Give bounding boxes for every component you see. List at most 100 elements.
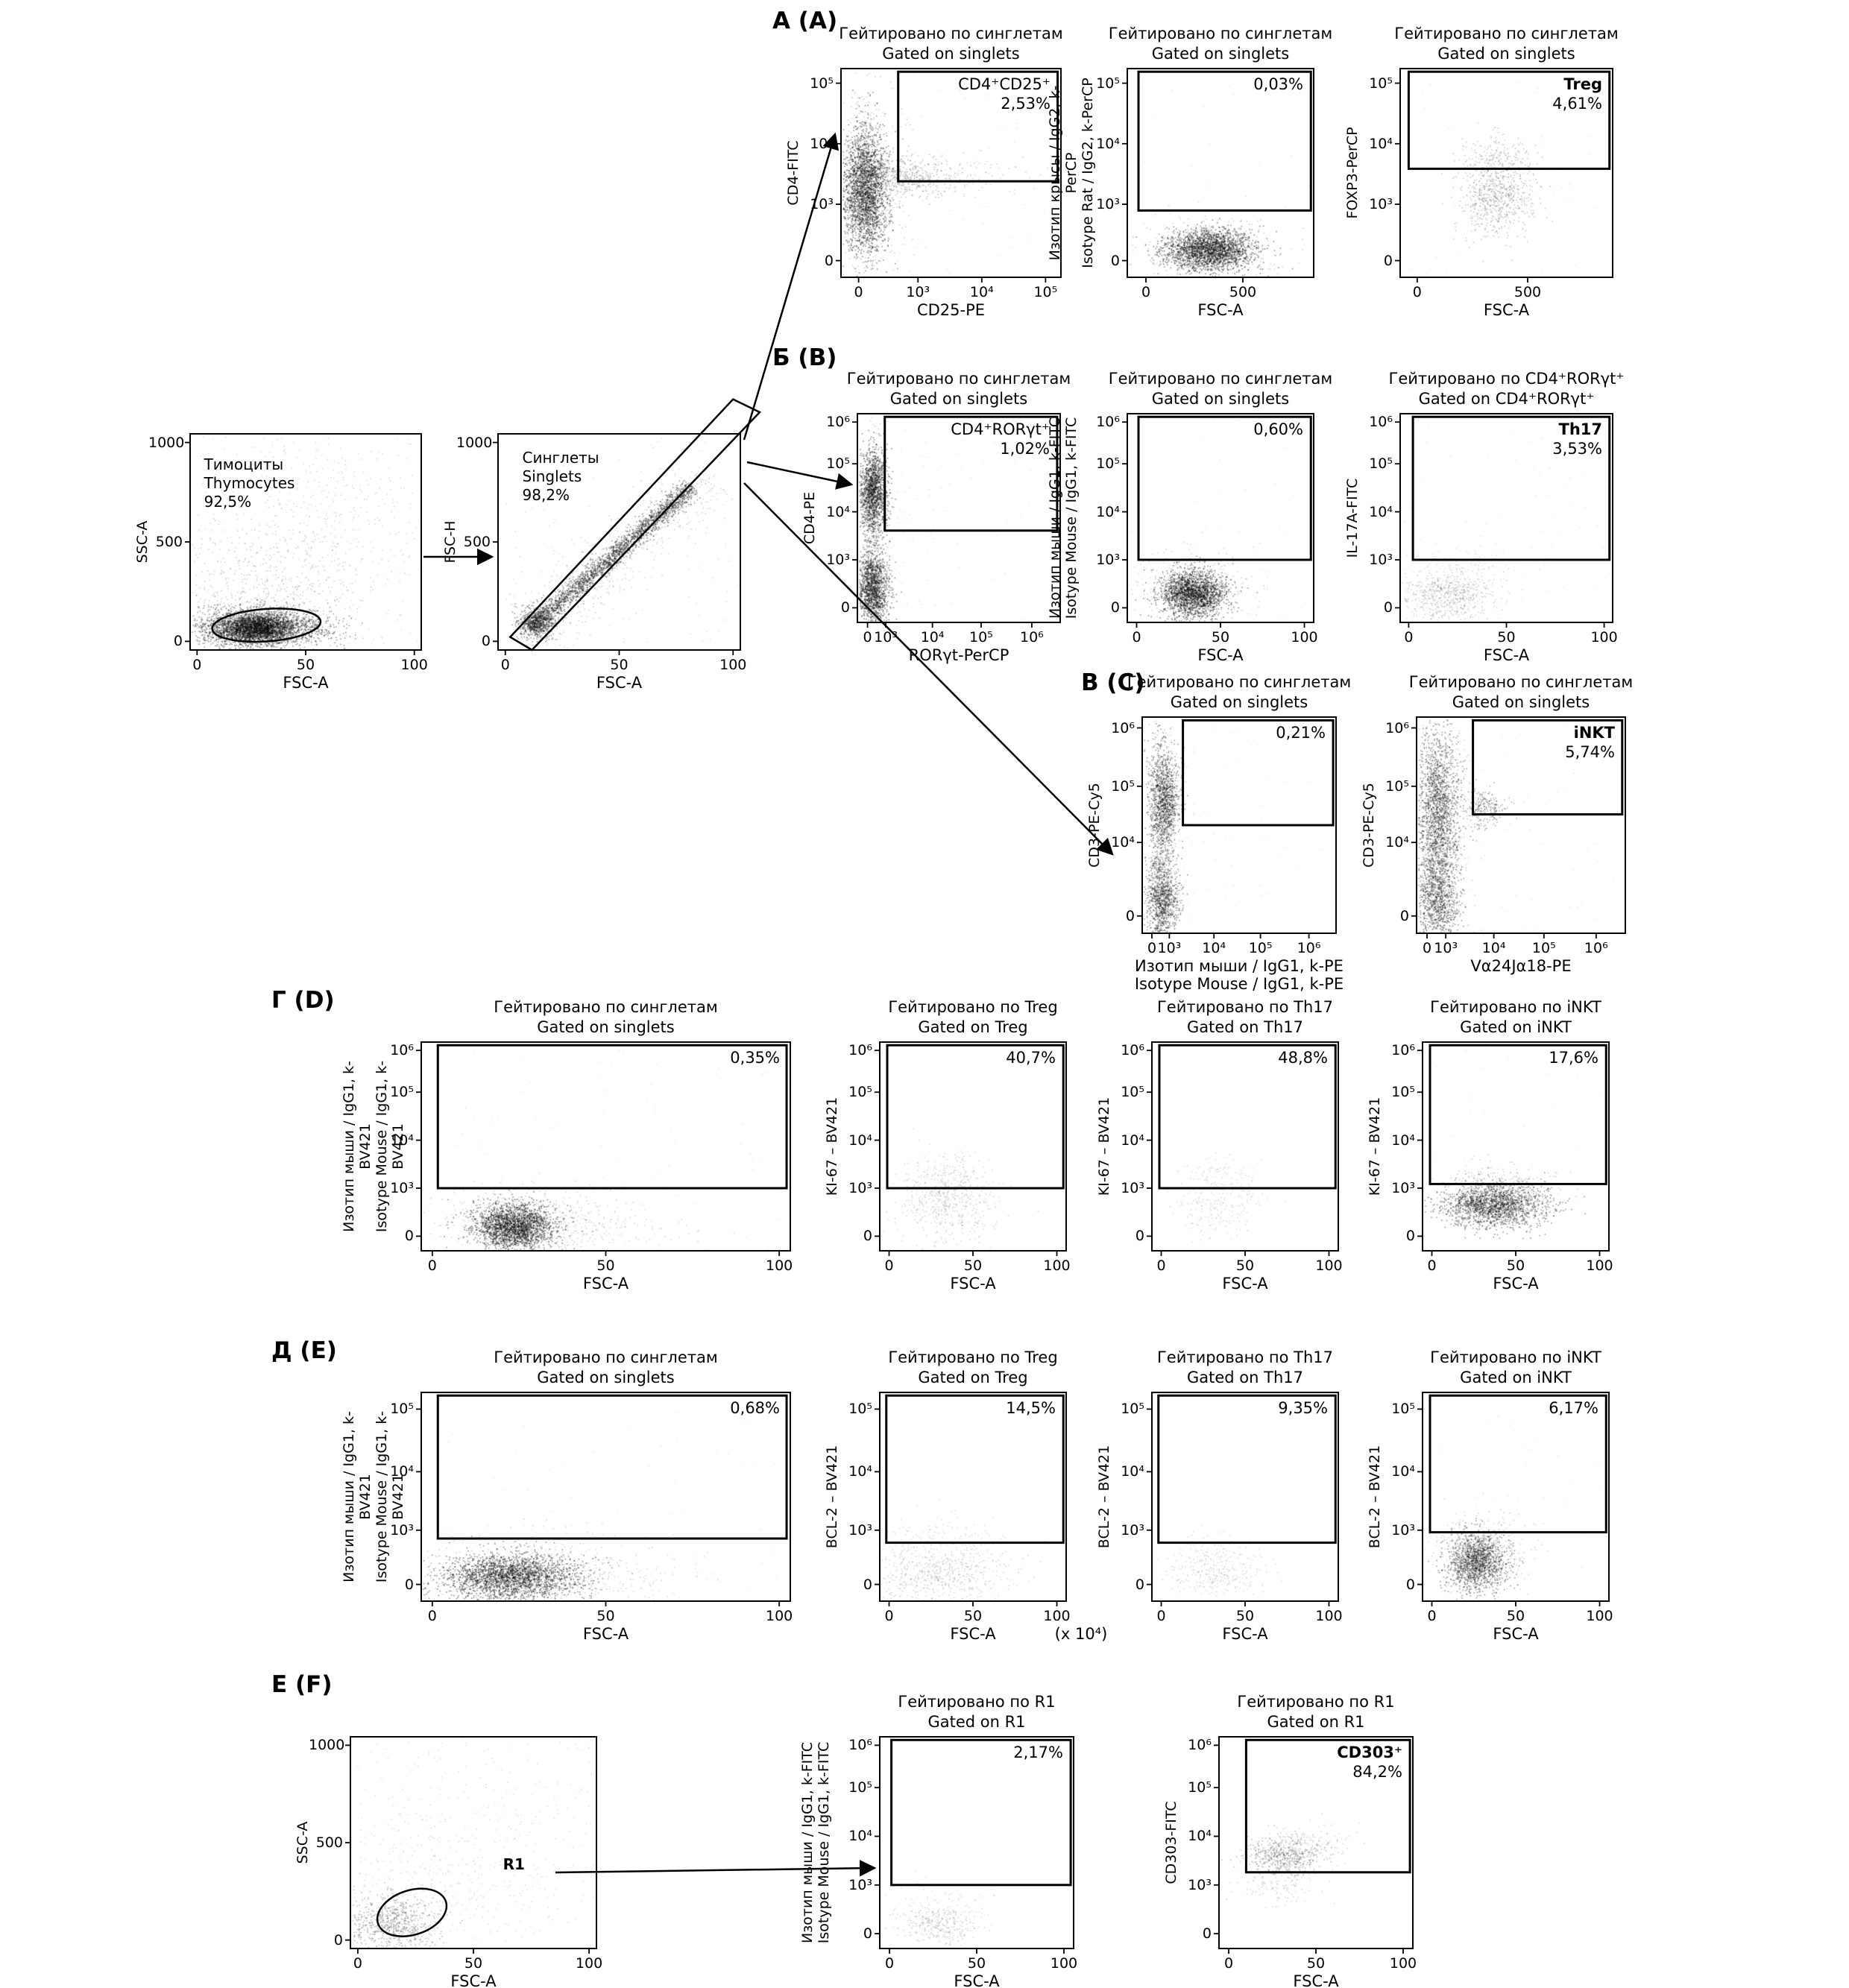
gate-percent: 84,2% xyxy=(1352,1763,1402,1781)
scatter-dots-d-isotype-bv421 xyxy=(421,1042,790,1251)
x-tick-label: 50 xyxy=(1506,1258,1525,1274)
x-axis-label: FSC-A xyxy=(1483,646,1530,664)
x-tick-label: 100 xyxy=(1586,1258,1613,1274)
y-tick-label: 10⁴ xyxy=(390,1132,414,1149)
gate-percent: 0,35% xyxy=(730,1049,780,1067)
x-tick-label: 50 xyxy=(610,657,629,673)
inner-label-f-ssc-r1: R1 xyxy=(503,1855,525,1874)
y-tick-label: 10³ xyxy=(810,196,834,212)
panel-title-d-ki67-treg: Гейтировано по Treg Gated on Treg xyxy=(888,998,1058,1036)
plot-frame-d-ki67-th17 xyxy=(1147,1041,1339,1256)
scatter-dots-d-ki67-th17 xyxy=(1152,1042,1338,1251)
y-tick-label: 10⁴ xyxy=(826,503,850,520)
gate-stat-b-rorgt-cd4: CD4⁺RORγt⁺1,02% xyxy=(860,420,1050,458)
section-label-a: А (A) xyxy=(772,7,838,34)
y-tick-label: 0 xyxy=(1110,252,1120,269)
gate-percent: 9,35% xyxy=(1278,1399,1328,1417)
x-tick-label: 50 xyxy=(967,1955,986,1972)
y-axis-label: BCL-2 – BV421 xyxy=(1096,1445,1112,1549)
scatter-dots-c-va24 xyxy=(1417,717,1625,933)
x-tick-label: 50 xyxy=(1506,1608,1525,1624)
y-tick-label: 10⁴ xyxy=(1096,135,1120,152)
x-tick-label: 10⁶ xyxy=(1020,629,1044,646)
panel-title-b-il17a: Гейтировано по CD4⁺RORγt⁺ Gated on CD4⁺R… xyxy=(1388,370,1625,408)
gate-stat-b-isotype-fitc: 0,60% xyxy=(1130,420,1303,439)
x-tick-label: 50 xyxy=(1306,1955,1326,1972)
y-tick-label: 10⁵ xyxy=(1121,1084,1144,1101)
x-axis-label: FSC-A xyxy=(1483,301,1530,319)
y-tick-label: 0 xyxy=(1135,1228,1144,1245)
panel-title-e-bcl2-th17: Гейтировано по Th17 Gated on Th17 xyxy=(1156,1348,1334,1386)
gate-percent: 0,03% xyxy=(1253,75,1303,93)
x-tick-label: 100 xyxy=(1586,1608,1613,1624)
y-axis-label: CD303-FITC xyxy=(1163,1801,1179,1884)
scatter-dots-e-bcl2-th17 xyxy=(1152,1392,1338,1601)
y-axis-label: Изотип мыши / IgG1, k-FITC Isotype Mouse… xyxy=(1047,417,1080,619)
x-tick-label: 0 xyxy=(192,657,202,673)
y-tick-label: 10⁵ xyxy=(1096,75,1120,92)
plot-frame-d-ki67-treg xyxy=(875,1041,1067,1256)
y-tick-label: 10⁴ xyxy=(1391,1132,1415,1149)
gate-label: iNKT xyxy=(1573,724,1615,742)
x-tick-label: 0 xyxy=(427,1608,437,1624)
scatter-dots-b-isotype-fitc xyxy=(1127,414,1314,622)
y-tick-label: 0 xyxy=(1405,1228,1415,1245)
y-tick-label: 10⁴ xyxy=(848,1463,872,1480)
y-tick-label: 10³ xyxy=(1391,1521,1415,1539)
scatter-dots-e-isotype-bv421 xyxy=(421,1392,790,1601)
panel-title-f-cd303: Гейтировано по R1 Gated on R1 xyxy=(1237,1693,1395,1731)
y-tick-label: 10⁴ xyxy=(1188,1828,1212,1845)
x-axis-label: FSC-A xyxy=(1293,1972,1339,1988)
x-tick-label: 100 xyxy=(1590,629,1618,646)
y-tick-label: 10⁵ xyxy=(390,1401,414,1418)
x-axis-label: FSC-A xyxy=(582,1275,629,1293)
x-tick-label: 10⁴ xyxy=(1481,940,1506,956)
x-tick-label: 0 xyxy=(500,657,510,673)
x-tick-label: 100 xyxy=(575,1955,603,1972)
y-tick-label: 0 xyxy=(481,633,491,650)
panel-title-d-isotype-bv421: Гейтировано по синглетам Gated on single… xyxy=(494,998,718,1036)
x-tick-label: 10⁵ xyxy=(1248,940,1273,956)
y-tick-label: 1000 xyxy=(148,434,185,451)
x-axis-label: FSC-A xyxy=(1222,1625,1268,1643)
x-axis-unit: (x 10⁴) xyxy=(1054,1625,1108,1643)
y-tick-label: 10³ xyxy=(390,1521,414,1539)
y-tick-label: 0 xyxy=(333,1931,343,1948)
scatter-dots-f-isotype-fitc-r1 xyxy=(880,1737,1074,1948)
gate-stat-e-bcl2-inkt: 6,17% xyxy=(1426,1398,1598,1418)
plot-frame-thymocytes xyxy=(185,433,422,655)
panel-title-b-rorgt-cd4: Гейтировано по синглетам Gated on single… xyxy=(846,370,1071,408)
y-axis-label: BCL-2 – BV421 xyxy=(1367,1445,1383,1549)
x-tick-label: 50 xyxy=(1211,629,1230,646)
y-tick-label: 0 xyxy=(1405,1576,1415,1593)
y-tick-label: 10³ xyxy=(848,1521,872,1539)
scatter-dots-e-bcl2-treg xyxy=(880,1392,1066,1601)
y-tick-label: 10⁴ xyxy=(1096,503,1120,520)
x-tick-label: 10⁵ xyxy=(1033,284,1058,300)
scatter-dots-a-foxp3 xyxy=(1400,69,1613,277)
gate-label: Th17 xyxy=(1558,420,1603,438)
x-tick-label: 10⁵ xyxy=(1531,940,1556,956)
plot-frame-a-cd25-cd4 xyxy=(836,68,1062,283)
x-axis-label: FSC-A xyxy=(954,1972,1000,1988)
gate-percent: 0,21% xyxy=(1276,724,1326,742)
x-tick-label: 10³ xyxy=(874,629,898,646)
gate-percent: 48,8% xyxy=(1278,1049,1328,1067)
y-tick-label: 10⁵ xyxy=(1121,1401,1144,1418)
x-tick-label: 500 xyxy=(1513,284,1542,300)
plot-frame-a-isotype-percp xyxy=(1122,68,1314,283)
y-axis-label: CD3-PE-Cy5 xyxy=(1361,783,1377,868)
gate-percent: 4,61% xyxy=(1552,95,1602,113)
y-tick-label: 0 xyxy=(863,1925,872,1943)
x-tick-label: 10⁵ xyxy=(969,629,993,646)
plot-frame-singlets xyxy=(493,398,762,655)
y-axis-label: IL-17A-FITC xyxy=(1344,478,1361,558)
y-tick-label: 10⁴ xyxy=(1391,1463,1415,1480)
x-axis-label: FSC-A xyxy=(950,1625,996,1643)
x-tick-label: 0 xyxy=(1412,284,1422,300)
gate-stat-d-isotype-bv421: 0,35% xyxy=(424,1048,780,1067)
x-tick-label: 0 xyxy=(1147,940,1157,956)
y-tick-label: 10⁴ xyxy=(1369,503,1393,520)
